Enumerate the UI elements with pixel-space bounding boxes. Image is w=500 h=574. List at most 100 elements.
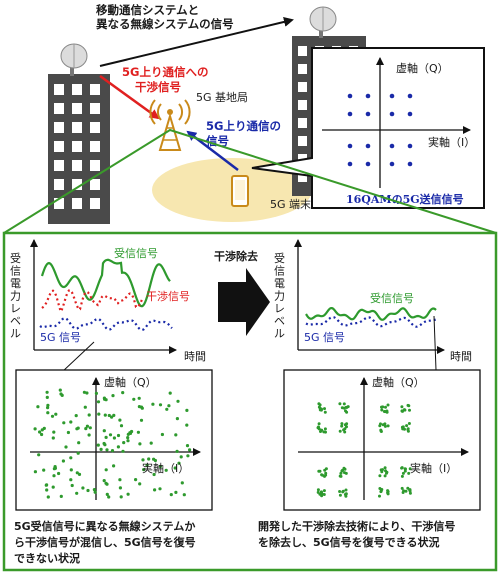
cluster-point	[408, 467, 412, 471]
cluster-point	[400, 486, 404, 490]
building-window	[72, 141, 82, 152]
left-caption-2: ら干渉信号が混信し、5G信号を復号	[14, 535, 196, 549]
cluster-point	[318, 403, 322, 407]
cluster-point	[316, 490, 320, 494]
cluster-point	[383, 466, 387, 470]
link-arrow	[99, 17, 294, 67]
cluster-point	[378, 494, 381, 498]
scatter-point	[69, 420, 73, 424]
cluster-point	[340, 424, 344, 428]
cluster-point	[407, 422, 411, 425]
scatter-point	[179, 455, 183, 459]
scatter-point	[112, 464, 116, 468]
building-window	[90, 160, 100, 171]
building-window	[54, 84, 64, 95]
left-caption-1: 5G受信信号に異なる無線システムか	[14, 519, 195, 533]
scatter-point	[142, 468, 146, 472]
scatter-point	[40, 428, 44, 432]
cluster-point	[385, 470, 389, 474]
cluster-point	[322, 489, 326, 493]
cluster-point	[404, 489, 408, 493]
scatter-point	[45, 488, 49, 492]
base-station-tower-icon	[149, 99, 191, 151]
uplink-label-1: 5G上り通信の	[206, 119, 281, 133]
cluster-point	[404, 467, 407, 471]
left-5g-label: 5G 信号	[40, 331, 81, 344]
scatter-point	[44, 483, 48, 487]
scatter-point	[66, 430, 70, 435]
satellite-dish-icon	[309, 6, 337, 38]
scatter-point	[45, 395, 49, 399]
scatter-point	[137, 405, 141, 409]
scatter-point	[102, 479, 106, 483]
scatter-point	[96, 400, 101, 404]
top-i-axis-label: 実軸（I）	[428, 135, 475, 149]
building-window	[72, 122, 82, 133]
qam-point	[365, 143, 371, 149]
scatter-point	[180, 481, 184, 485]
scatter-point	[75, 491, 79, 495]
qam-point	[347, 111, 353, 117]
scatter-point	[164, 468, 168, 472]
cluster-point	[343, 471, 346, 475]
scatter-point	[132, 397, 136, 401]
qam-point	[389, 111, 395, 117]
building-window	[54, 141, 64, 152]
scatter-point	[74, 414, 78, 418]
scatter-point	[119, 424, 124, 428]
cluster-point	[323, 474, 326, 478]
right-caption-2: を除去し、5G信号を復号できる状況	[258, 535, 439, 549]
scatter-point	[81, 486, 85, 490]
scatter-point	[51, 485, 55, 489]
cluster-point	[408, 491, 412, 495]
cluster-point	[400, 405, 404, 409]
building-window	[72, 84, 82, 95]
cluster-point	[407, 471, 411, 475]
qam-point	[407, 93, 413, 99]
terminal-phone-icon	[231, 175, 249, 207]
scatter-point	[50, 414, 55, 418]
scatter-point	[158, 464, 162, 468]
interference-label-1: 5G上り通信への	[122, 65, 208, 79]
cluster-point	[343, 430, 347, 434]
cluster-point	[385, 409, 389, 413]
scatter-point	[141, 458, 145, 462]
qam-point	[347, 93, 353, 99]
building-window	[298, 100, 307, 110]
building-window	[90, 84, 100, 95]
cluster-point	[378, 424, 382, 428]
scatter-point	[173, 466, 177, 470]
building-window	[298, 172, 307, 182]
building-window	[54, 160, 64, 171]
building-window	[54, 198, 64, 209]
cluster-point	[339, 471, 343, 475]
qam-point	[347, 161, 353, 167]
building-window	[90, 122, 100, 133]
cluster-point	[400, 474, 404, 478]
scatter-point	[88, 426, 92, 430]
scatter-point	[138, 482, 142, 486]
qam-point	[365, 93, 371, 99]
scatter-point	[126, 439, 130, 443]
cluster-point	[380, 408, 384, 412]
scatter-point	[136, 430, 140, 434]
scatter-point	[59, 494, 63, 498]
cluster-point	[386, 403, 390, 407]
scatter-point	[69, 478, 73, 482]
left-interference-label: 干渉信号	[146, 289, 190, 303]
left-received-signal-line	[40, 258, 171, 308]
scatter-point	[58, 388, 62, 392]
cluster-point	[406, 428, 410, 432]
scatter-point	[105, 492, 109, 496]
building-window	[72, 103, 82, 114]
building-window	[90, 179, 100, 190]
cluster-point	[316, 488, 320, 492]
cluster-point	[344, 488, 348, 492]
scatter-point	[61, 459, 65, 463]
satellite-dish-icon	[60, 43, 88, 76]
scatter-point	[87, 433, 91, 437]
scatter-point	[85, 424, 89, 428]
scatter-point	[116, 445, 120, 449]
left-y-axis-label: 受信電力レベル	[10, 252, 21, 340]
